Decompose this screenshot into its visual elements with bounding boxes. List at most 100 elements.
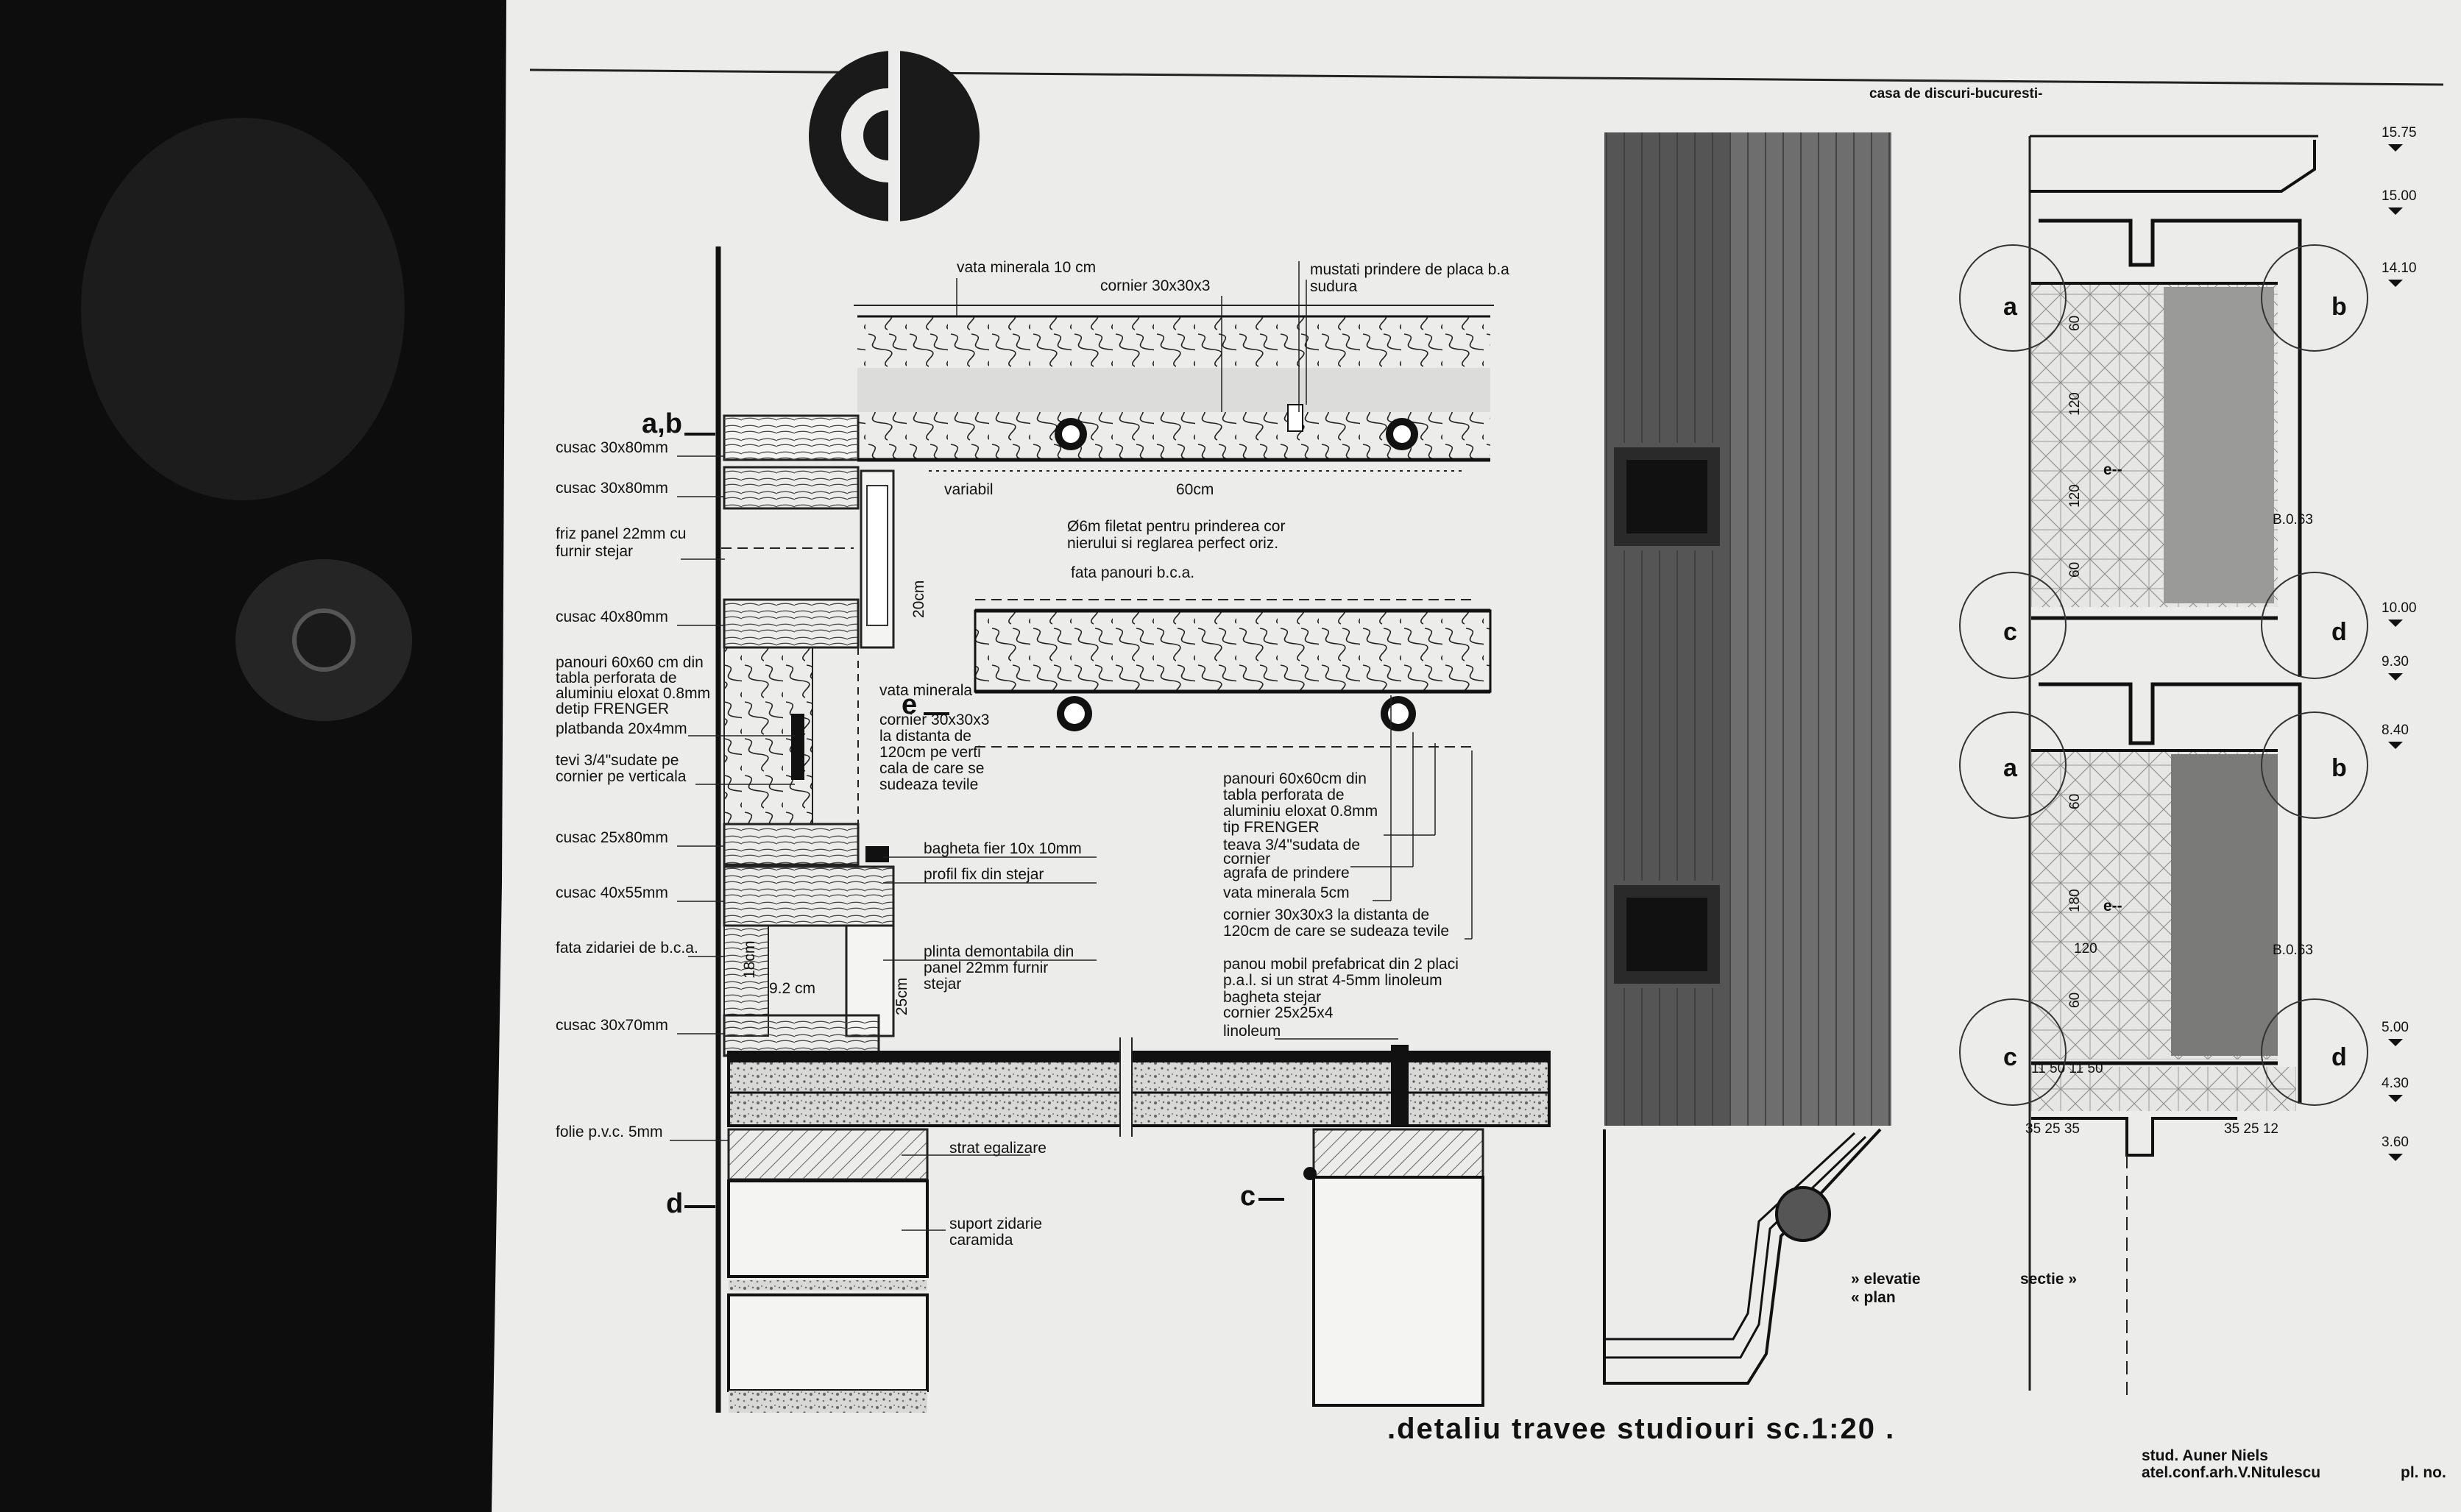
- mid-label-corner2: la distanta de: [879, 728, 971, 745]
- left-label: cornier pe verticala: [556, 768, 687, 785]
- elevation-plan-view: [1603, 132, 1891, 1385]
- right-label: tip FRENGER: [1223, 819, 1320, 836]
- right-label: tabla perforata de: [1223, 787, 1345, 803]
- section-view: [1959, 135, 2368, 1398]
- left-label: folie p.v.c. 5mm: [556, 1124, 662, 1140]
- left-label: cusac 30x80mm: [556, 480, 668, 497]
- level-value: 3.60: [2382, 1135, 2409, 1150]
- mid-label-h25: 25cm: [893, 978, 910, 1015]
- bottom-label-suport1: suport zidarie: [949, 1215, 1042, 1232]
- section-dim: 60: [2067, 794, 2083, 809]
- right-label: 120cm de care se sudeaza tevile: [1223, 923, 1449, 940]
- mid-label-w92: 9.2 cm: [769, 980, 815, 997]
- right-label-column: panouri 60x60cm din tabla perforata de a…: [1223, 770, 1459, 1040]
- callout-letter: a: [2003, 293, 2018, 321]
- section-e-mark: e--: [2103, 898, 2122, 915]
- top-label-h20: 20cm: [910, 581, 927, 618]
- left-label: cusac 30x80mm: [556, 439, 668, 456]
- wall-panel-detail: [974, 599, 1492, 748]
- wall-section-detail: [715, 246, 1551, 1413]
- right-label: vata minerala 5cm: [1223, 884, 1350, 901]
- left-label: tevi 3/4"sudate pe: [556, 752, 679, 769]
- author-studio: atel.conf.arh.V.Nitulescu: [2142, 1464, 2320, 1481]
- right-label: cornier 25x25x4: [1223, 1004, 1334, 1021]
- right-label: aluminiu eloxat 0.8mm: [1223, 803, 1378, 820]
- mid-label-profil: profil fix din stejar: [924, 866, 1044, 883]
- section-mark-ab: a,b: [642, 408, 682, 439]
- mid-label-plinta1: plinta demontabila din: [924, 943, 1074, 960]
- beam-label: B.0.63: [2273, 943, 2313, 958]
- top-label-mustati1: mustati prindere de placa b.a: [1310, 261, 1509, 278]
- ceiling-panel-detail: [854, 305, 1494, 472]
- section-e-mark: e--: [2103, 461, 2122, 478]
- right-label: panou mobil prefabricat din 2 placi: [1223, 956, 1459, 973]
- right-label: cornier 30x30x3 la distanta de: [1223, 906, 1429, 923]
- bottom-label-suport2: caramida: [949, 1232, 1013, 1249]
- left-label: aluminiu eloxat 0.8mm: [556, 685, 710, 702]
- right-label: teava 3/4"sudata de: [1223, 837, 1360, 853]
- mid-label-corner5: sudeaza tevile: [879, 776, 978, 793]
- level-value: 10.00: [2382, 600, 2417, 616]
- callout-letter: c: [2003, 618, 2017, 646]
- top-label-variabil: variabil: [944, 481, 994, 498]
- bottom-dims: 11 50 11 50: [2031, 1061, 2103, 1076]
- bottom-dims: 35 25 12: [2224, 1121, 2278, 1137]
- section-callouts: a b c d a b c d e-- e-- 60 120 120 60 60…: [2003, 293, 2347, 1137]
- bottom-dims: 35 25 35: [2025, 1121, 2080, 1137]
- mid-label-corner1: cornier 30x30x3: [879, 711, 989, 728]
- project-name: casa de discuri-bucuresti-: [1869, 86, 2042, 102]
- top-label-angle: cornier 30x30x3: [1100, 277, 1210, 294]
- left-label: friz panel 22mm cu: [556, 525, 686, 542]
- left-label: tabla perforata de: [556, 670, 677, 686]
- right-label: bagheta stejar: [1223, 989, 1321, 1006]
- left-label: cusac 25x80mm: [556, 829, 668, 846]
- beam-label: B.0.63: [2273, 512, 2313, 528]
- mid-label-corner3: 120cm pe verti: [879, 744, 981, 761]
- mid-label-plinta2: panel 22mm furnir: [924, 959, 1048, 976]
- bottom-label-egal: strat egalizare: [949, 1140, 1047, 1157]
- callout-letter: a: [2003, 754, 2018, 782]
- section-dim: 60: [2067, 993, 2083, 1008]
- sheet-title: .detaliu travee studiouri sc.1:20 .: [1387, 1413, 1895, 1445]
- mid-label-baghete: bagheta fier 10x 10mm: [924, 840, 1082, 857]
- level-value: 8.40: [2382, 723, 2409, 738]
- level-markers: 15.75 15.00 14.10 10.00 9.30 8.40 5.00 4…: [2382, 125, 2417, 1161]
- right-label: cornier: [1223, 851, 1270, 867]
- callout-letter: d: [2331, 1043, 2347, 1071]
- section-dim: 120: [2074, 941, 2097, 956]
- section-dim: 60: [2067, 562, 2083, 578]
- top-label-panel-face: fata panouri b.c.a.: [1071, 564, 1194, 581]
- top-label-mustati2: sudura: [1310, 278, 1358, 295]
- top-label-span: 60cm: [1176, 481, 1214, 498]
- level-value: 15.00: [2382, 188, 2417, 204]
- left-label: cusac 40x80mm: [556, 608, 668, 625]
- callout-letter: b: [2331, 754, 2347, 782]
- section-dim: 60: [2067, 316, 2083, 331]
- left-label: panouri 60x60 cm din: [556, 654, 704, 671]
- author-name: stud. Auner Niels: [2142, 1447, 2268, 1464]
- section-mark-d: d: [666, 1188, 683, 1219]
- right-label: agrafa de prindere: [1223, 865, 1350, 881]
- top-label-rod2: nierului si reglarea perfect oriz.: [1067, 535, 1278, 552]
- callout-letter: c: [2003, 1043, 2017, 1071]
- elevation-label: » elevatie: [1851, 1271, 1921, 1288]
- section-mark-e: e: [902, 689, 917, 720]
- right-label: linoleum: [1223, 1023, 1281, 1040]
- section-mark-c: c: [1240, 1181, 1256, 1212]
- mid-label-corner4: cala de care se: [879, 760, 984, 777]
- callout-letter: d: [2331, 618, 2347, 646]
- section-dim: 120: [2067, 484, 2083, 508]
- right-label: p.a.l. si un strat 4-5mm linoleum: [1223, 972, 1442, 989]
- left-label: cusac 40x55mm: [556, 884, 668, 901]
- plan-label: « plan: [1851, 1289, 1896, 1306]
- left-label-column: cusac 30x80mm cusac 30x80mm friz panel 2…: [556, 439, 710, 1140]
- level-value: 15.75: [2382, 125, 2417, 141]
- left-label: detip FRENGER: [556, 700, 669, 717]
- section-dim: 180: [2067, 889, 2083, 912]
- logo-emblem: [809, 49, 980, 225]
- level-value: 14.10: [2382, 260, 2417, 276]
- right-label: panouri 60x60cm din: [1223, 770, 1367, 787]
- section-dim: 120: [2067, 392, 2083, 416]
- left-label: cusac 30x70mm: [556, 1017, 668, 1034]
